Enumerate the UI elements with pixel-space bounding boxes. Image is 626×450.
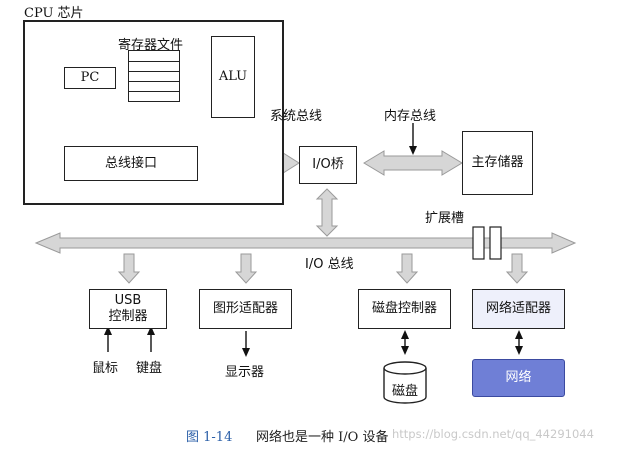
graphics-drop-arrow — [234, 253, 258, 284]
figure-caption: 网络也是一种 I/O 设备 — [256, 430, 389, 445]
register-file — [128, 50, 180, 102]
display-label: 显示器 — [225, 365, 265, 380]
register-file-label: 寄存器文件 — [118, 38, 184, 53]
network-box: 网络 — [472, 359, 565, 397]
memory-bus-label: 内存总线 — [384, 109, 437, 124]
mouse-label: 鼠标 — [92, 361, 119, 376]
network-adapter: 网络适配器 — [472, 289, 565, 329]
system-bus-label: 系统总线 — [270, 109, 323, 124]
disk-cylinder-icon — [383, 361, 427, 404]
usb-drop-arrow — [117, 253, 141, 284]
figure-number: 图 1-14 — [186, 430, 233, 445]
cpu-chip-title: CPU 芯片 — [24, 6, 84, 21]
io-bus-label: I/O 总线 — [305, 257, 354, 272]
expansion-slots-label: 扩展槽 — [425, 211, 465, 226]
usb-controller: USB 控制器 — [89, 289, 167, 329]
expansion-slot-1 — [472, 226, 485, 260]
disk-drop-arrow — [395, 253, 419, 284]
io-bridge: I/O桥 — [299, 146, 357, 184]
bridge-iobus-arrow — [315, 188, 339, 237]
disk-label: 磁盘 — [392, 384, 419, 399]
expansion-slot-2 — [489, 226, 502, 260]
keyboard-label: 键盘 — [136, 361, 163, 376]
io-bus-arrow — [34, 232, 577, 254]
network-drop-arrow — [505, 253, 529, 284]
watermark: https://blog.csdn.net/qq_44291044 — [392, 427, 594, 441]
main-memory: 主存储器 — [462, 131, 533, 195]
alu: ALU — [211, 36, 255, 118]
pc-register: PC — [64, 67, 116, 89]
graphics-adapter: 图形适配器 — [199, 289, 292, 329]
bus-interface: 总线接口 — [64, 146, 198, 181]
disk-controller: 磁盘控制器 — [358, 289, 451, 329]
